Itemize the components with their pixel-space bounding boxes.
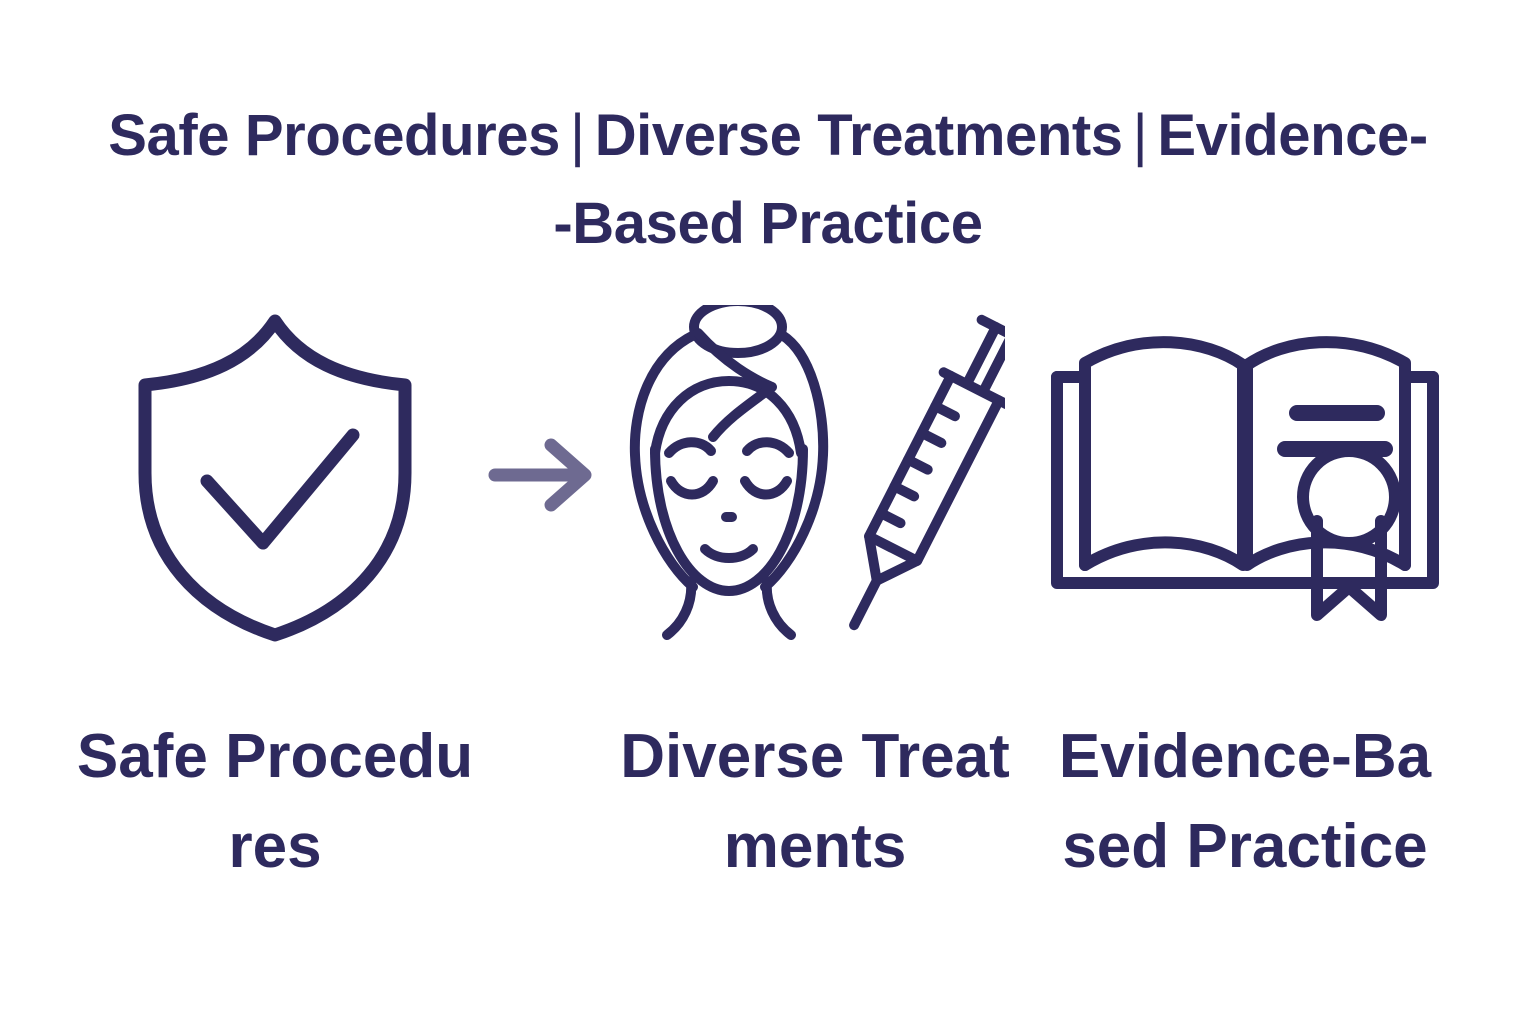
woman-face-icon — [629, 305, 829, 640]
open-book-certificate-icon-box — [1045, 300, 1445, 650]
pillar-evidence-based-practice: Evidence-Based Practice — [1030, 300, 1460, 892]
certificate-ribbon-icon — [1311, 515, 1387, 621]
certificate-seal-icon — [1297, 445, 1401, 549]
pillar-diverse-treatments: Diverse Treatments — [600, 300, 1030, 892]
title-segment-safe-procedures: Safe Procedures — [108, 103, 561, 168]
caption-safe-procedures: Safe Procedures — [76, 722, 474, 881]
title-line-1: Safe Procedures|Diverse Treatments|Evide… — [60, 92, 1476, 180]
face-syringe-icon-box — [625, 300, 1005, 650]
caption-evidence-based-practice: Evidence-Based Practice — [1058, 722, 1432, 881]
shield-check-icon — [138, 314, 412, 642]
title-line-2: -Based Practice — [553, 191, 983, 256]
open-book-certificate-icon — [1051, 336, 1439, 621]
arrow-connector — [470, 300, 620, 650]
title-separator-2: | — [1132, 103, 1148, 168]
page-title: Safe Procedures|Diverse Treatments|Evide… — [60, 92, 1476, 268]
shield-check-icon-box — [115, 300, 435, 650]
face-syringe-icon — [629, 305, 1005, 640]
arrow-right-icon — [488, 438, 592, 512]
pillar-safe-procedures: Safe Procedures — [60, 300, 490, 892]
syringe-icon — [849, 314, 1005, 631]
title-separator-1: | — [570, 103, 585, 168]
caption-diverse-treatments: Diverse Treatments — [620, 722, 1010, 881]
pillars-row: Safe Procedures — [0, 300, 1536, 940]
title-segment-diverse-treatments: Diverse Treatments — [594, 103, 1123, 168]
title-segment-evidence: Evidence- — [1157, 103, 1428, 168]
